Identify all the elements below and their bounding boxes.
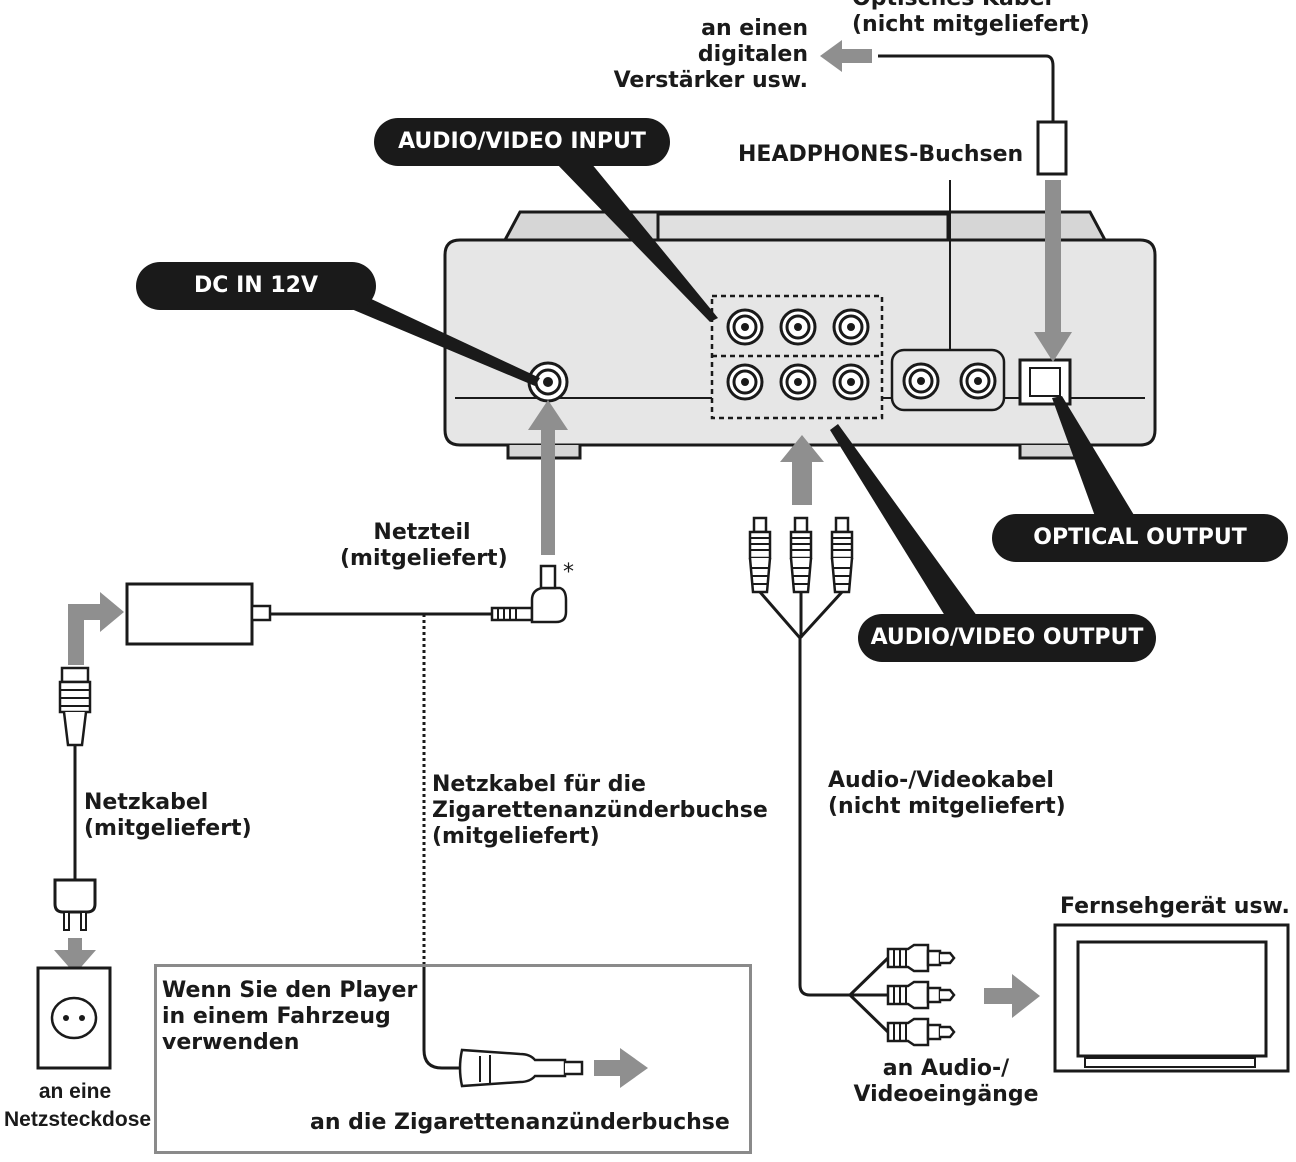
headphones-label: HEADPHONES-Buchsen: [738, 142, 1024, 167]
arrow-to-tv: [984, 974, 1040, 1018]
arrow-to-av-output: [780, 435, 824, 505]
av-cable-label: Audio-/Videokabel (nicht mitgeliefert): [828, 768, 1066, 819]
dc-in-callout: DC IN 12V: [136, 262, 376, 310]
vehicle-use-label: Wenn Sie den Player in einem Fahrzeug ve…: [162, 978, 418, 1055]
av-output-jack: [726, 363, 764, 401]
arrow-to-dc-in: [528, 400, 568, 555]
av-input-jack: [726, 308, 764, 346]
headphone-jack: [902, 362, 940, 400]
cigarette-plug: [458, 1048, 584, 1088]
av-inputs-label: an Audio-/ Videoeingänge: [853, 1056, 1039, 1107]
optical-output-callout: OPTICAL OUTPUT: [992, 514, 1288, 562]
av-output-jack: [779, 363, 817, 401]
vehicle-use-box: [154, 964, 752, 1154]
av-output-callout: AUDIO/VIDEO OUTPUT: [858, 614, 1156, 662]
dc-in-pointer: [330, 290, 540, 386]
mains-cable-label: Netzkabel (mitgeliefert): [84, 790, 252, 841]
asterisk-label: *: [563, 560, 574, 585]
optical-cable-line: [878, 54, 1055, 122]
tv-set: [1053, 923, 1290, 1073]
optical-cable-plug: [1036, 120, 1068, 176]
av-cable-lines: [758, 590, 850, 997]
optical-output-pointer: [1052, 396, 1140, 530]
av-input-pointer: [555, 152, 718, 322]
av-input-jack: [832, 308, 870, 346]
car-cable-label: Netzkabel für die Zigarettenanzünderbuch…: [432, 772, 768, 849]
ac-adapter-box: [125, 582, 254, 646]
tv-label: Fernsehgerät usw.: [1060, 894, 1290, 919]
dc-in-jack: [527, 361, 569, 403]
arrow-to-cigarette-socket: [594, 1048, 648, 1088]
cigarette-socket-label: an die Zigarettenanzünderbuchse: [310, 1110, 730, 1135]
euro-plug: [53, 878, 97, 931]
dc-plug: [490, 564, 568, 624]
optical-cable-label: Optisches Kabel (nicht mitgeliefert): [852, 0, 1090, 37]
wall-socket-label: an eine Netzsteckdose: [4, 1080, 152, 1131]
headphone-jack: [959, 362, 997, 400]
av-cable-fan: [848, 956, 890, 1034]
av-output-pointer: [830, 424, 980, 632]
digital-amp-label: an einen digitalen Verstärker usw.: [613, 16, 808, 93]
av-plug-top: [789, 516, 813, 594]
arrow-to-wall-socket: [54, 938, 96, 974]
ac-adapter-label: Netzteil (mitgeliefert): [340, 520, 508, 571]
av-input-jack: [779, 308, 817, 346]
av-input-callout: AUDIO/VIDEO INPUT: [374, 118, 670, 166]
wall-socket: [36, 966, 112, 1070]
av-plug-top: [748, 516, 772, 594]
arrow-optical-in: [1034, 180, 1072, 362]
mains-plug-top: [58, 666, 92, 747]
arrow-to-amp: [820, 40, 872, 72]
av-plug-top: [830, 516, 854, 594]
arrow-adapter-bend: [68, 592, 124, 665]
car-cable-solid: [422, 965, 462, 1070]
av-plug-bottom: [886, 1017, 956, 1047]
av-output-jack: [832, 363, 870, 401]
av-plug-bottom: [886, 980, 956, 1010]
av-plug-bottom: [886, 943, 956, 973]
